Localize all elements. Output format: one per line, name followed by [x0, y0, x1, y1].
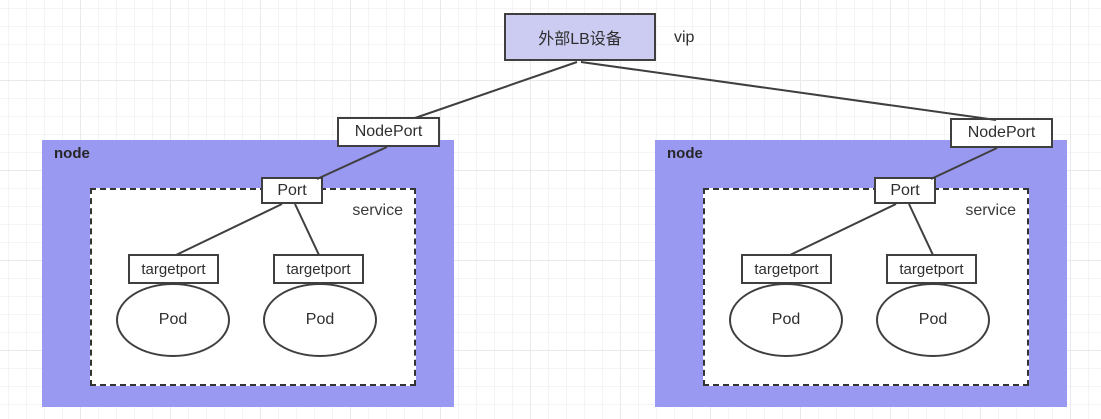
node-label: node [54, 145, 90, 162]
external-lb-label: 外部LB设备 [538, 31, 622, 48]
external-lb-box[interactable]: 外部LB设备 [504, 13, 656, 61]
edge-lb-to-nodeport-left[interactable] [414, 61, 578, 119]
targetport-label: targetport [899, 260, 964, 278]
node-container-right[interactable]: node service Pod Pod targetport targetpo… [655, 140, 1067, 407]
node-label: node [667, 145, 703, 162]
nodeport-box-right[interactable]: NodePort [950, 118, 1053, 148]
edge-lb-to-nodeport-right[interactable] [580, 61, 997, 121]
port-label: Port [890, 181, 920, 199]
pod-label: Pod [158, 311, 188, 328]
targetport-box[interactable]: targetport [741, 254, 832, 284]
pod-shape[interactable]: Pod [263, 283, 377, 357]
port-label: Port [277, 181, 307, 199]
targetport-box[interactable]: targetport [886, 254, 977, 284]
pod-shape[interactable]: Pod [729, 283, 843, 357]
nodeport-label: NodePort [967, 124, 1036, 141]
targetport-box[interactable]: targetport [128, 254, 219, 284]
service-box-left[interactable]: service [90, 188, 416, 386]
service-label: service [965, 202, 1016, 219]
port-box-right[interactable]: Port [874, 177, 936, 204]
pod-shape[interactable]: Pod [116, 283, 230, 357]
service-label: service [352, 202, 403, 219]
pod-label: Pod [771, 311, 801, 328]
pod-label: Pod [918, 311, 948, 328]
targetport-label: targetport [754, 260, 819, 278]
node-container-left[interactable]: node service Pod Pod targetport targetpo… [42, 140, 454, 407]
pod-shape[interactable]: Pod [876, 283, 990, 357]
targetport-label: targetport [286, 260, 351, 278]
targetport-box[interactable]: targetport [273, 254, 364, 284]
nodeport-label: NodePort [354, 123, 423, 140]
port-box-left[interactable]: Port [261, 177, 323, 204]
vip-label: vip [674, 29, 695, 46]
service-box-right[interactable]: service [703, 188, 1029, 386]
targetport-label: targetport [141, 260, 206, 278]
nodeport-box-left[interactable]: NodePort [337, 117, 440, 147]
pod-label: Pod [305, 311, 335, 328]
